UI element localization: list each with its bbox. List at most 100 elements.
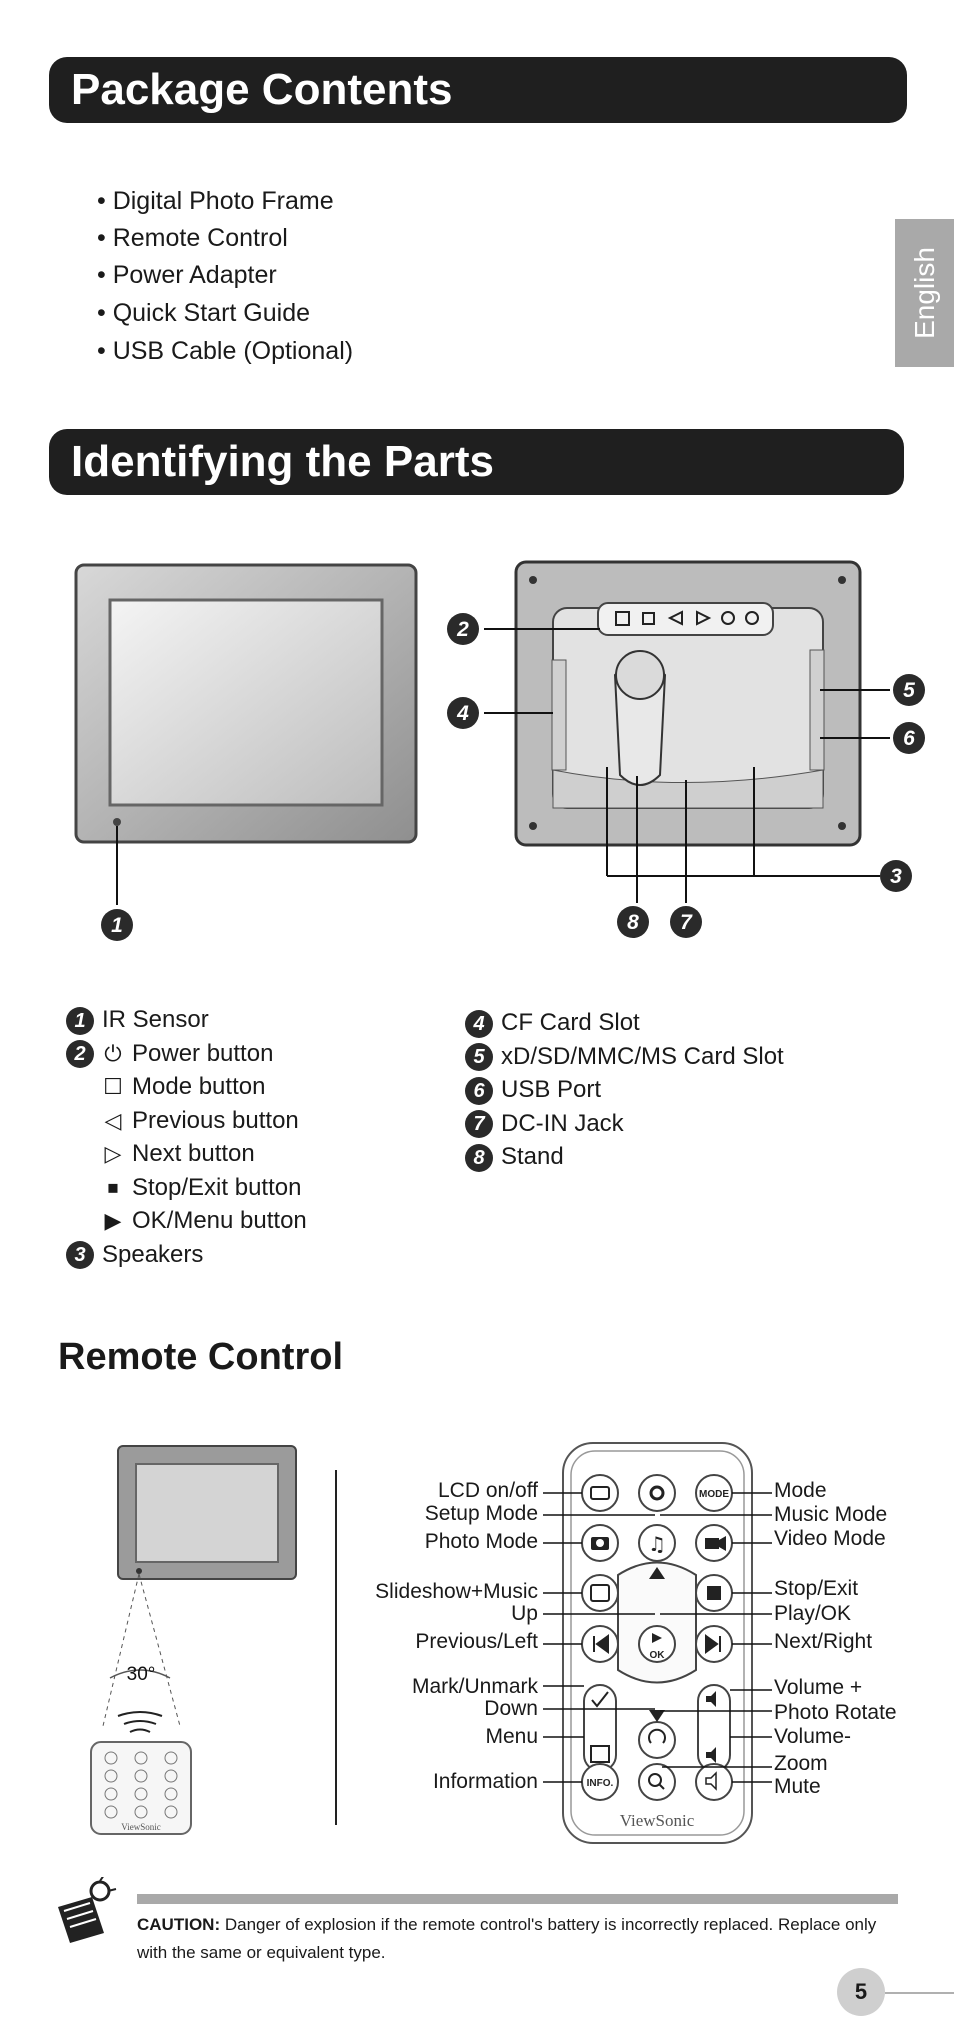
label-up: Up bbox=[511, 1602, 538, 1625]
remote-control-heading: Remote Control bbox=[58, 1336, 343, 1378]
label-down: Down bbox=[484, 1697, 538, 1720]
gear-icon bbox=[649, 1485, 665, 1501]
svg-text:4: 4 bbox=[456, 702, 469, 725]
svg-text:2: 2 bbox=[456, 618, 469, 641]
music-mode-button bbox=[638, 1524, 676, 1562]
caution-bar bbox=[137, 1894, 898, 1904]
small-remote-brand: ViewSonic bbox=[121, 1822, 160, 1832]
volume-up-icon bbox=[706, 1691, 716, 1707]
mode-text: MODE bbox=[699, 1489, 729, 1500]
callout-2: 2 bbox=[447, 613, 479, 645]
ir-sensor-icon bbox=[113, 818, 121, 826]
volume-down-icon bbox=[706, 1747, 716, 1763]
svg-text:6: 6 bbox=[903, 727, 915, 750]
stop-icon: ⏹ bbox=[107, 1174, 119, 1200]
label-photo-mode: Photo Mode bbox=[424, 1530, 538, 1553]
frame-back bbox=[514, 560, 862, 847]
frame-front bbox=[74, 563, 418, 844]
svg-text:5: 5 bbox=[903, 679, 915, 702]
callout-8: 8 bbox=[617, 906, 649, 938]
checkbox-icon bbox=[591, 1691, 609, 1708]
legend-row: ☐Mode button bbox=[66, 1070, 307, 1104]
stop-icon bbox=[707, 1586, 721, 1600]
label-information: Information bbox=[432, 1770, 538, 1793]
label-mark-unmark: Mark/Unmark bbox=[411, 1675, 538, 1698]
label-next-right: Next/Right bbox=[774, 1630, 873, 1653]
lcd-icon bbox=[590, 1486, 610, 1500]
language-tab: English bbox=[895, 219, 954, 367]
down-arrow-icon bbox=[649, 1710, 665, 1722]
rotate-icon bbox=[648, 1728, 666, 1744]
label-volume-down: Volume- bbox=[774, 1725, 852, 1748]
zoom-button bbox=[638, 1763, 676, 1801]
label-video-mode: Video Mode bbox=[774, 1527, 886, 1550]
setup-mode-button bbox=[638, 1474, 676, 1512]
frame-diagram: 1 2 3 4 5 6 7 8 bbox=[74, 560, 925, 941]
label-menu: Menu bbox=[485, 1725, 538, 1748]
up-arrow-icon bbox=[649, 1567, 665, 1579]
svg-text:1: 1 bbox=[111, 914, 123, 937]
list-item: • Quick Start Guide bbox=[97, 299, 311, 327]
legend-row: ⏹Stop/Exit button bbox=[66, 1171, 307, 1205]
package-contents-heading: Package Contents bbox=[49, 57, 907, 123]
next-icon bbox=[705, 1634, 721, 1654]
slideshow-icon bbox=[590, 1584, 610, 1602]
list-item: • Digital Photo Frame bbox=[97, 187, 334, 215]
legend-row: 2⏻Power button bbox=[66, 1037, 307, 1071]
mute-icon bbox=[705, 1771, 717, 1791]
label-setup-mode: Setup Mode bbox=[424, 1502, 538, 1525]
remote-brand: ViewSonic bbox=[620, 1811, 695, 1830]
zoom-icon bbox=[648, 1773, 662, 1787]
identifying-parts-heading: Identifying the Parts bbox=[49, 429, 904, 495]
label-stop-exit: Stop/Exit bbox=[774, 1577, 859, 1600]
angle-label: 30° bbox=[127, 1664, 156, 1685]
slideshow-music-button bbox=[581, 1574, 619, 1612]
legend-row: ◁Previous button bbox=[66, 1104, 307, 1138]
callout-7: 7 bbox=[670, 906, 702, 938]
list-item: • USB Cable (Optional) bbox=[97, 337, 354, 365]
previous-icon: ◁ bbox=[104, 1107, 122, 1133]
ok-icon: ▶ bbox=[104, 1208, 122, 1233]
mute-button bbox=[695, 1763, 733, 1801]
label-volume-up: Volume + bbox=[774, 1676, 863, 1699]
mark-menu-rocker bbox=[583, 1684, 617, 1772]
label-mute: Mute bbox=[774, 1775, 821, 1798]
callout-4: 4 bbox=[447, 697, 479, 729]
previous-icon bbox=[593, 1634, 609, 1654]
legend-row: ▷Next button bbox=[66, 1137, 307, 1171]
caution-text: CAUTION: Danger of explosion if the remo… bbox=[137, 1915, 877, 1962]
remote-body: MODE ♫ OK INFO. ViewSonic bbox=[562, 1442, 753, 1844]
power-icon: ⏻ bbox=[104, 1040, 122, 1066]
play-icon bbox=[652, 1633, 662, 1643]
page-number-rule bbox=[885, 1992, 954, 1994]
callout-6: 6 bbox=[893, 722, 925, 754]
label-zoom: Zoom bbox=[774, 1752, 828, 1775]
list-item: • Remote Control bbox=[97, 224, 288, 252]
ok-text: OK bbox=[650, 1650, 666, 1661]
label-previous-left: Previous/Left bbox=[415, 1630, 538, 1653]
music-note-icon: ♫ bbox=[648, 1532, 666, 1556]
photo-rotate-button bbox=[638, 1721, 676, 1759]
legend-row: ▶OK/Menu button bbox=[66, 1204, 307, 1238]
label-lcd-onoff: LCD on/off bbox=[437, 1479, 538, 1502]
svg-text:8: 8 bbox=[627, 911, 639, 934]
callout-3: 3 bbox=[880, 860, 912, 892]
label-slideshow-music: Slideshow+Music bbox=[375, 1580, 538, 1603]
callout-1: 1 bbox=[101, 909, 133, 941]
svg-text:3: 3 bbox=[890, 865, 902, 888]
page-number: 5 bbox=[837, 1968, 885, 2016]
label-music-mode: Music Mode bbox=[774, 1503, 888, 1526]
label-play-ok: Play/OK bbox=[774, 1602, 852, 1625]
language-tab-label: English bbox=[908, 247, 940, 339]
remote-diagram: 30° ViewSonic bbox=[90, 1442, 772, 1844]
svg-text:7: 7 bbox=[680, 911, 693, 934]
callout-5: 5 bbox=[893, 674, 925, 706]
